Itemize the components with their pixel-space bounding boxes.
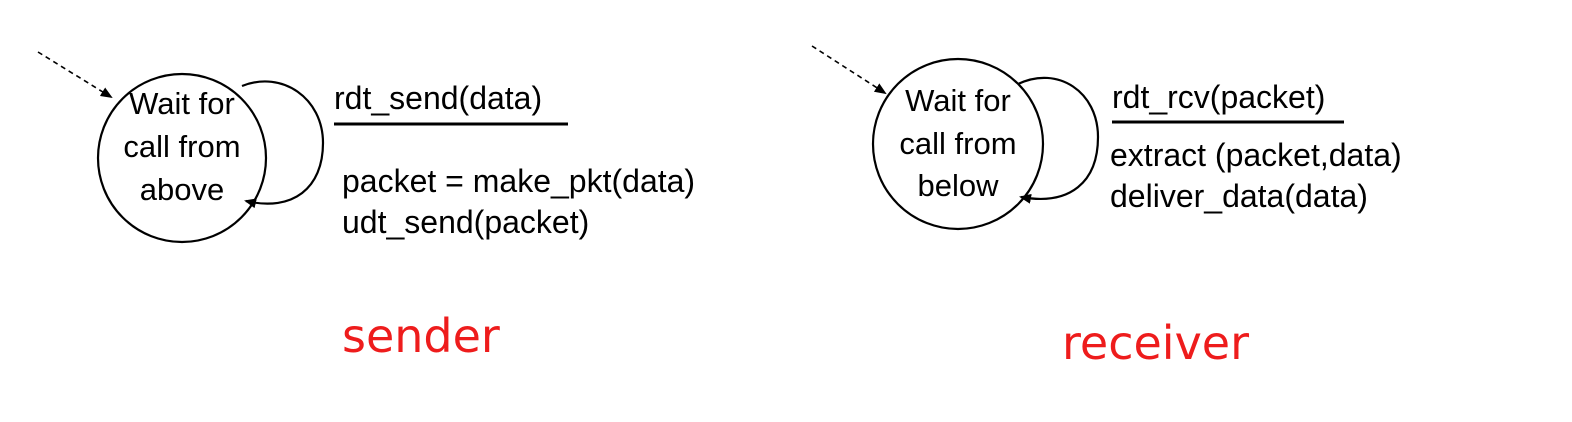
sender-action-1: packet = make_pkt(data) (342, 163, 695, 199)
sender-state-circle (96, 72, 268, 244)
receiver-state-line-3: below (918, 168, 1000, 203)
receiver-action-1: extract (packet,data) (1110, 137, 1402, 173)
sender-event: rdt_send(data) (334, 80, 542, 116)
sender-self-loop-arrow (241, 80, 325, 209)
receiver-action-2: deliver_data(data) (1110, 178, 1368, 214)
receiver-state-line-2: call from (899, 126, 1016, 161)
sender-state-line-3: above (140, 172, 224, 207)
receiver-initial-arrow (811, 45, 887, 95)
receiver-event: rdt_rcv(packet) (1112, 79, 1325, 115)
receiver-label: receiver (1062, 316, 1249, 370)
sender-initial-arrow (37, 51, 113, 99)
sender-state-line-2: call from (123, 129, 240, 164)
receiver-state-circle (871, 57, 1045, 231)
receiver-self-loop-arrow (1017, 76, 1100, 204)
sender-state-line-1: Wait for (129, 86, 235, 121)
sender-label: sender (342, 309, 500, 363)
sender-action-2: udt_send(packet) (342, 204, 589, 240)
sender-fsm: Wait for call from above rdt_send(data) … (37, 51, 695, 363)
receiver-state-line-1: Wait for (905, 83, 1011, 118)
receiver-fsm: Wait for call from below rdt_rcv(packet)… (811, 45, 1402, 370)
